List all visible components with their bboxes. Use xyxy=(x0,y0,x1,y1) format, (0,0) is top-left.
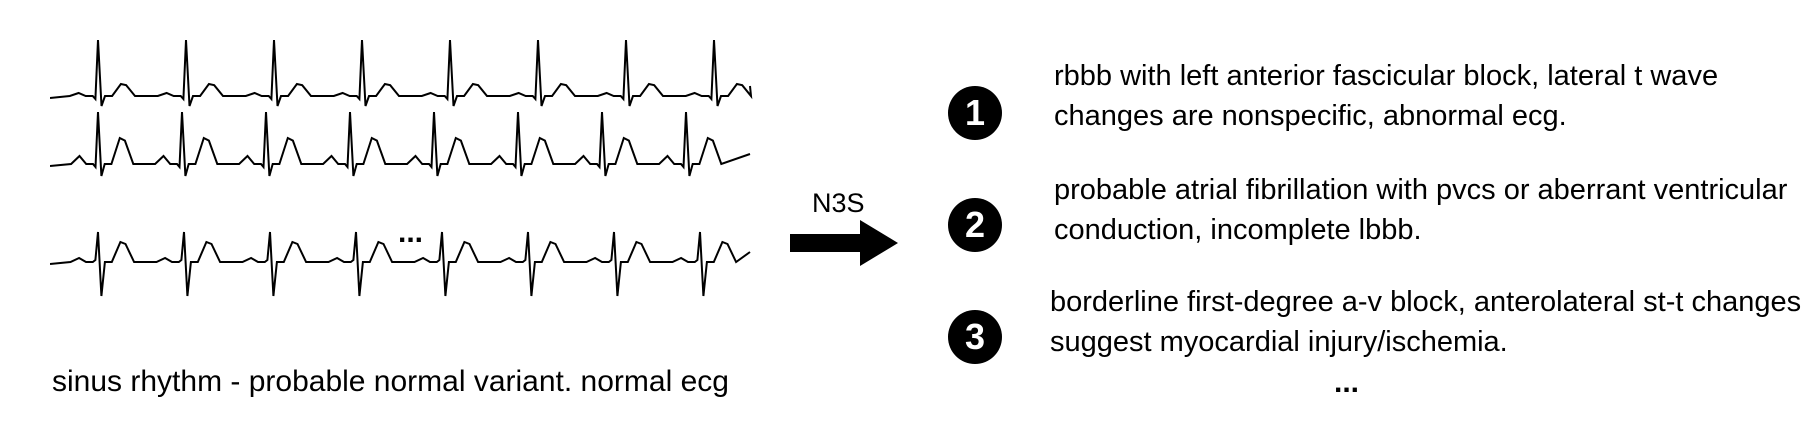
output-text-1: rbbb with left anterior fascicular block… xyxy=(1054,60,1719,132)
arrow-label: N3S xyxy=(812,188,865,218)
ecg-trace-1 xyxy=(50,39,753,107)
number-badge-1: 1 xyxy=(948,86,1002,140)
number-badge-2: 2 xyxy=(948,198,1002,252)
output-text-2: probable atrial fibrillation with pvcs o… xyxy=(1054,174,1788,246)
ecg-ellipsis: ... xyxy=(398,216,424,249)
ecg-trace-2 xyxy=(50,111,751,177)
ecg-trace-3 xyxy=(50,231,751,297)
output-text-3: borderline first-degree a-v block, anter… xyxy=(1050,286,1802,358)
outputs-ellipsis: ... xyxy=(1334,366,1360,399)
right-arrow-icon xyxy=(790,220,898,266)
number-badge-3: 3 xyxy=(948,310,1002,364)
ecg-traces xyxy=(50,39,753,297)
ecg-caption: sinus rhythm - probable normal variant. … xyxy=(52,365,729,398)
